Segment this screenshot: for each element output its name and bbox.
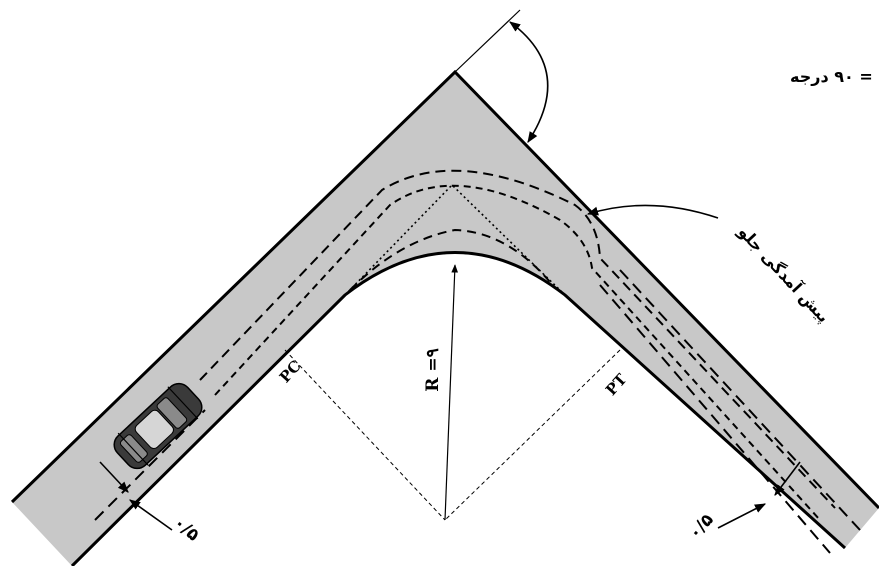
lane-line-right-2 [599,284,831,554]
path-inner-curve [349,228,556,291]
pt-label: PT [602,370,631,399]
angle-extension-line [454,9,521,73]
construction-pt [444,349,621,521]
road-surface [12,72,879,566]
offset-left-pointer [129,499,173,531]
radius-line [444,264,459,521]
offset-left-tick [99,461,129,493]
offset-right-label: ۰/۵ [685,510,718,543]
corner-angle-label: زاویه گوشه تقاطع = ۹۰ درجه [790,67,879,86]
path-outer-left [199,169,836,509]
front-overhang-label: پیش آمدگی جلو [733,221,834,327]
radius-label: R =۹ [423,348,443,391]
lane-line-right [619,269,861,531]
offset-right-pointer [717,503,766,529]
car-icon [113,382,203,470]
offset-left-label: ۰/۵ [169,513,203,546]
lane-line-left [94,409,206,521]
overhang-pointer [586,204,719,219]
angle-arc [509,21,549,143]
road-inner-edge [70,251,847,566]
offset-right-tick [774,461,801,496]
dotted-corner-line [344,183,566,296]
construction-pc [284,349,446,521]
